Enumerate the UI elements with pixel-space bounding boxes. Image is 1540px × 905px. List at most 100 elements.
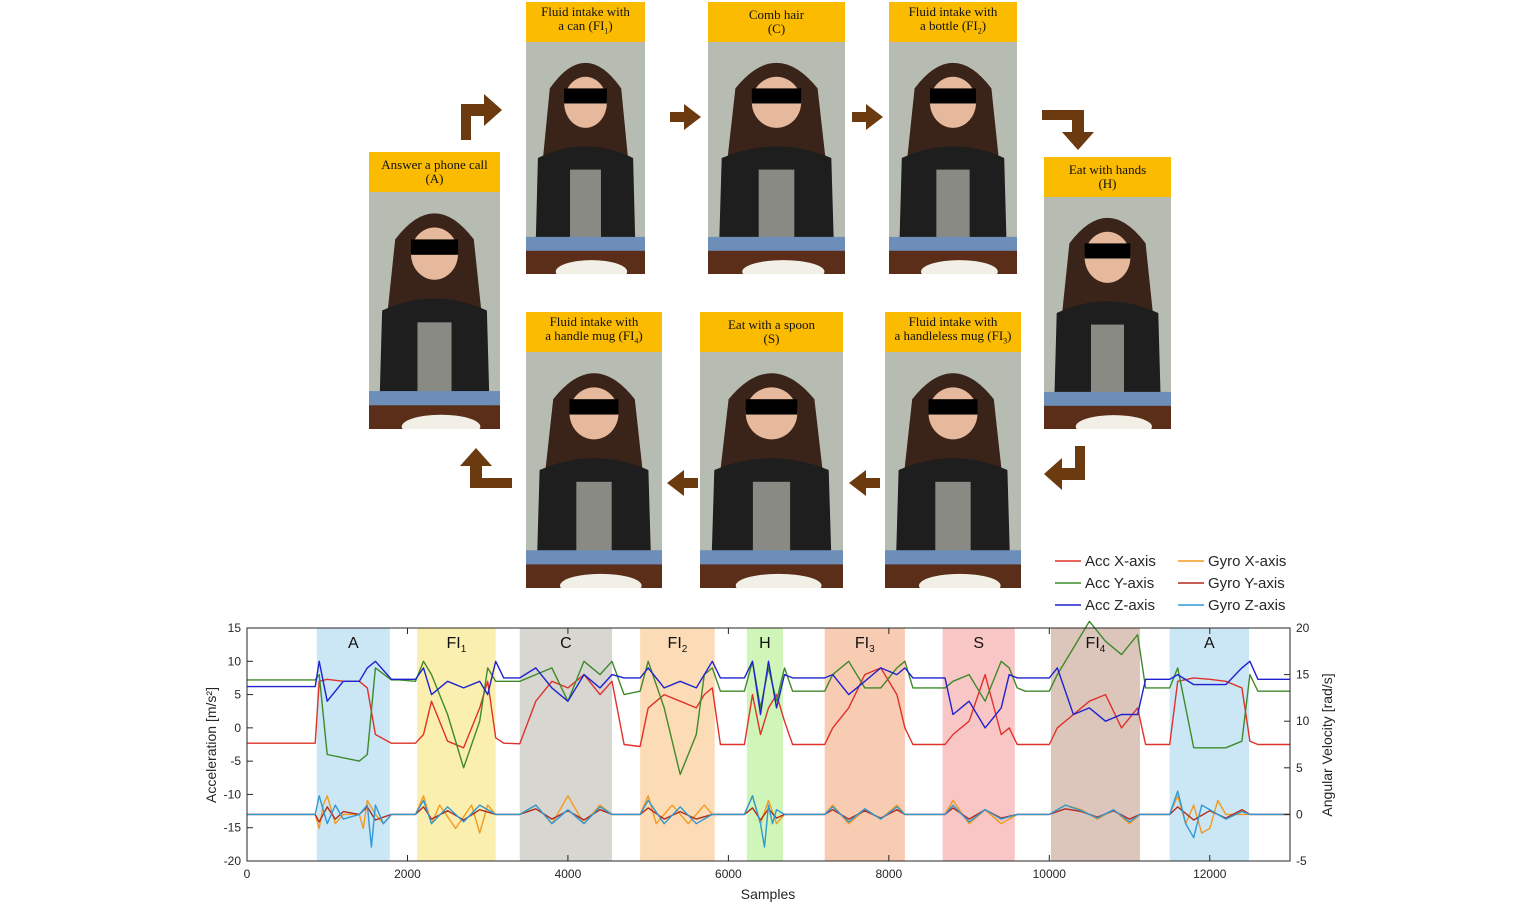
activity-band-label: H bbox=[759, 635, 771, 652]
y-tick-label: 10 bbox=[228, 654, 242, 668]
legend-label: Gyro X-axis bbox=[1208, 553, 1286, 570]
legend-label: Acc Y-axis bbox=[1085, 575, 1154, 592]
shirt-print bbox=[936, 169, 970, 240]
panel-answer-phone-call: Answer a phone call (A) bbox=[369, 152, 500, 429]
eye-censor-bar bbox=[745, 399, 798, 415]
y2-tick-label: 15 bbox=[1296, 668, 1310, 682]
y2-axis-label: Angular Velocity [rad/s] bbox=[1319, 673, 1335, 816]
participant-photo bbox=[889, 42, 1017, 274]
jeans bbox=[1044, 391, 1171, 406]
participant-photo bbox=[526, 352, 662, 588]
shirt-print bbox=[758, 169, 795, 240]
activity-band bbox=[1169, 628, 1250, 861]
x-tick-label: 6000 bbox=[715, 867, 742, 881]
arrow-right-icon bbox=[670, 104, 701, 130]
activity-band bbox=[519, 628, 613, 861]
panel-label: Fluid intake with a handleless mug (FI3) bbox=[885, 312, 1021, 352]
plate bbox=[742, 260, 825, 274]
panel-fluid-intake-handleless-mug: Fluid intake with a handleless mug (FI3) bbox=[885, 312, 1021, 588]
x-tick-label: 10000 bbox=[1033, 867, 1067, 881]
eye-censor-bar bbox=[1084, 243, 1131, 259]
shirt-print bbox=[570, 169, 601, 240]
activity-band-subscript: 2 bbox=[682, 644, 688, 655]
plate bbox=[401, 414, 481, 429]
jeans bbox=[526, 550, 662, 565]
panel-label: Comb hair (C) bbox=[708, 2, 845, 42]
y-tick-label: 0 bbox=[234, 721, 241, 735]
jeans bbox=[708, 236, 845, 251]
shirt-print bbox=[576, 481, 612, 553]
panel-eat-with-spoon: Eat with a spoon (S) bbox=[700, 312, 843, 588]
plate bbox=[921, 260, 998, 274]
y2-tick-label: 0 bbox=[1296, 807, 1303, 821]
eye-censor-bar bbox=[410, 239, 459, 255]
signal-lines bbox=[247, 620, 1290, 848]
signal-line bbox=[247, 620, 1290, 776]
plate bbox=[919, 573, 1001, 588]
activity-band bbox=[1050, 628, 1140, 861]
x-tick-label: 8000 bbox=[875, 867, 902, 881]
panel-label: Answer a phone call (A) bbox=[369, 152, 500, 192]
y-tick-label: -15 bbox=[224, 821, 242, 835]
plate bbox=[560, 573, 642, 588]
panel-fluid-intake-can: Fluid intake with a can (FI1) bbox=[526, 2, 645, 274]
arrow-bend-down-left bbox=[1044, 446, 1085, 490]
jeans bbox=[700, 550, 843, 565]
x-tick-label: 0 bbox=[244, 867, 251, 881]
y2-tick-label: 10 bbox=[1296, 714, 1310, 728]
panel-label: Fluid intake with a can (FI1) bbox=[526, 2, 645, 42]
arrow-bend-right-down bbox=[1042, 110, 1094, 150]
eye-censor-bar bbox=[564, 88, 607, 104]
jeans bbox=[885, 550, 1021, 565]
x-axis-label: Samples bbox=[741, 886, 795, 902]
activity-band-label: A bbox=[348, 635, 359, 652]
participant-illustration bbox=[885, 373, 1021, 588]
plate bbox=[735, 573, 822, 588]
y-axis-label: Acceleration [m/s²] bbox=[203, 687, 219, 803]
eye-censor-bar bbox=[929, 88, 977, 104]
activity-band-subscript: 1 bbox=[461, 644, 467, 655]
signal-line bbox=[247, 667, 1290, 749]
jeans bbox=[889, 236, 1017, 251]
arrow-right-icon bbox=[852, 104, 883, 130]
x-tick-label: 12000 bbox=[1193, 867, 1227, 881]
eye-censor-bar bbox=[569, 399, 619, 415]
plot-frame bbox=[246, 627, 1291, 862]
plate bbox=[1075, 415, 1152, 429]
panel-label: Fluid intake with a bottle (FI2) bbox=[889, 2, 1017, 42]
participant-illustration bbox=[700, 373, 843, 588]
shirt-print bbox=[1090, 324, 1125, 395]
participant-photo bbox=[369, 192, 500, 429]
participant-illustration bbox=[889, 62, 1017, 274]
jeans bbox=[369, 391, 500, 406]
plate bbox=[555, 260, 628, 274]
legend-label: Acc Z-axis bbox=[1085, 597, 1155, 614]
eye-censor-bar bbox=[928, 399, 978, 415]
x-tick-label: 4000 bbox=[555, 867, 582, 881]
arrow-left-icon bbox=[667, 470, 698, 496]
shirt-print bbox=[417, 322, 452, 394]
panel-fluid-intake-bottle: Fluid intake with a bottle (FI2) bbox=[889, 2, 1017, 274]
activity-band-subscript: 4 bbox=[1100, 644, 1106, 655]
panel-label: Eat with a spoon (S) bbox=[700, 312, 843, 352]
participant-photo bbox=[708, 42, 845, 274]
participant-illustration bbox=[708, 62, 845, 274]
y-tick-label: 5 bbox=[234, 688, 241, 702]
signal-line bbox=[247, 790, 1290, 848]
activity-band-label: C bbox=[560, 635, 572, 652]
panel-label: Fluid intake with a handle mug (FI4) bbox=[526, 312, 662, 352]
panel-comb-hair: Comb hair (C) bbox=[708, 2, 845, 274]
activity-bands bbox=[316, 628, 1250, 861]
legend-label: Gyro Z-axis bbox=[1208, 597, 1286, 614]
participant-photo bbox=[526, 42, 645, 274]
shirt-print bbox=[752, 481, 791, 553]
y-tick-label: -20 bbox=[224, 854, 242, 868]
legend-label: Gyro Y-axis bbox=[1208, 575, 1285, 592]
panel-fluid-intake-handle-mug: Fluid intake with a handle mug (FI4) bbox=[526, 312, 662, 588]
participant-photo bbox=[885, 352, 1021, 588]
x-tick-label: 2000 bbox=[394, 867, 421, 881]
panel-label: Eat with hands (H) bbox=[1044, 157, 1171, 197]
